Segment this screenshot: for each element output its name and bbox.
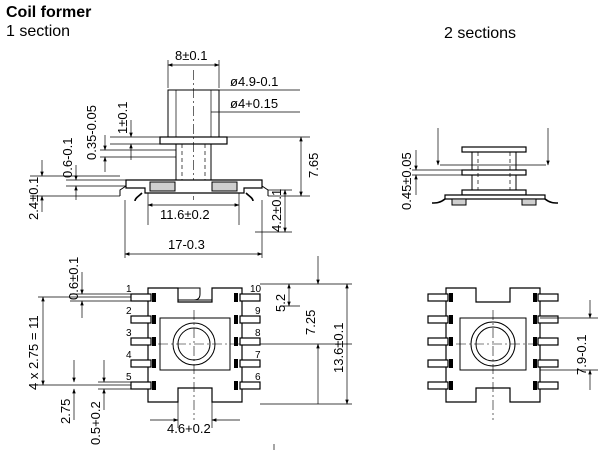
dim-top-width: 8±0.1 bbox=[175, 48, 207, 63]
subtitle-one-section: 1 section bbox=[6, 23, 71, 40]
pin-label: 1 bbox=[126, 284, 132, 295]
page-title: Coil former bbox=[6, 4, 92, 21]
dim-pin-row-offset: 0.6±0.1 bbox=[66, 257, 81, 300]
bottom-view-two-sections: 7.9-0.1 bbox=[427, 287, 598, 420]
dim-body-height: 13.6±0.1 bbox=[331, 322, 346, 373]
pin-label: 6 bbox=[255, 372, 261, 383]
dim-two-section-width: 7.9-0.1 bbox=[574, 335, 589, 375]
dim-two-section-flange: 0.45±0.05 bbox=[399, 152, 414, 210]
dim-inner-diameter: ø4+0.15 bbox=[230, 96, 278, 111]
dim-overall-width: 17-0.3 bbox=[168, 237, 205, 252]
dim-flange-thickness: 0.35-0.05 bbox=[84, 105, 99, 160]
side-view-one-section: 8±0.1 ø4.9-0.1 ø4+0.15 1±0.1 0.35-0.05 0… bbox=[26, 48, 321, 258]
pin-label: 2 bbox=[126, 306, 132, 317]
pin-label: 5 bbox=[126, 372, 132, 383]
pin-label: 7 bbox=[255, 350, 261, 361]
dim-pin-width: 0.5+0.2 bbox=[88, 401, 103, 445]
dim-flange-offset: 1±0.1 bbox=[115, 102, 130, 134]
pin-label: 8 bbox=[255, 328, 261, 339]
pin-label: 3 bbox=[126, 328, 132, 339]
subtitle-two-sections: 2 sections bbox=[444, 25, 517, 42]
dim-outer-diameter: ø4.9-0.1 bbox=[230, 74, 278, 89]
dim-winding-width: 11.6±0.2 bbox=[160, 207, 210, 222]
pin-label: 9 bbox=[255, 306, 261, 317]
dim-base-step: 0.6-0.1 bbox=[60, 138, 75, 178]
dim-total-height: 7.65 bbox=[306, 153, 321, 178]
pin-label: 4 bbox=[126, 350, 132, 361]
bottom-view-one-section: 1 2 3 4 5 10 9 8 7 6 0.6±0.1 4 x 2.75 = … bbox=[26, 256, 352, 445]
dim-core-width: 4.6+0.2 bbox=[167, 421, 211, 436]
dim-pin-length: 4.2±0.1 bbox=[269, 189, 284, 232]
pin-label: 10 bbox=[250, 284, 262, 295]
side-view-two-sections: 0.45±0.05 bbox=[399, 128, 559, 210]
dim-pin-pitch: 2.75 bbox=[58, 399, 73, 424]
dim-pin-span: 7.25 bbox=[303, 310, 318, 335]
dim-base-height: 2.4±0.1 bbox=[26, 177, 41, 220]
dim-pin-pitch-total: 4 x 2.75 = 11 bbox=[26, 315, 41, 390]
dim-half-height: 5.2 bbox=[273, 294, 288, 312]
